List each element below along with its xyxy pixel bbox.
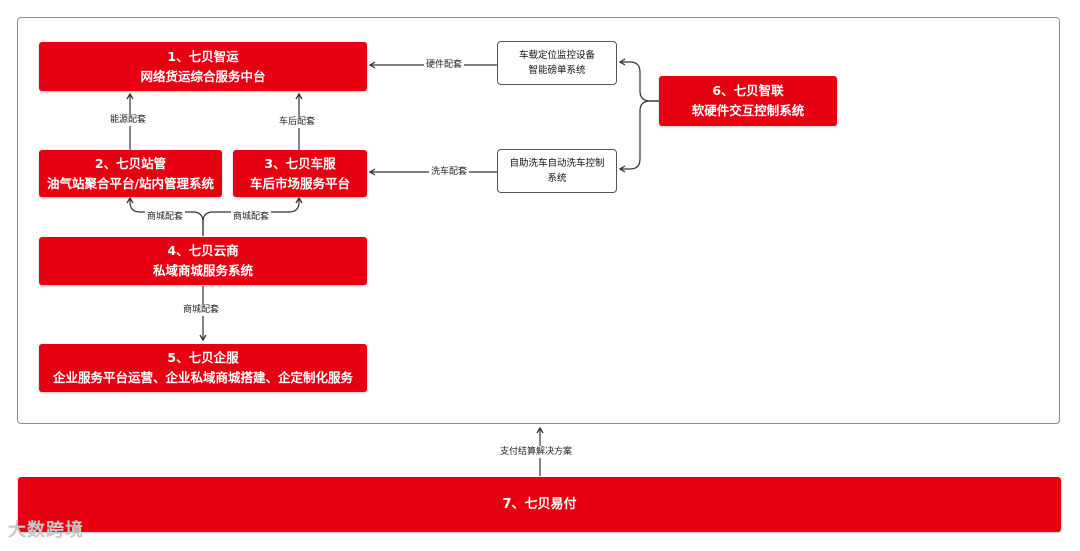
edge-smartlink-hw1 [618, 58, 659, 102]
edge-label-hardware: 硬件配套 [424, 59, 465, 71]
node-carwash-control-line1: 自助洗车自动洗车控制 [509, 158, 605, 169]
node-carwash-control-system[interactable]: 自助洗车自动洗车控制 系统 [497, 149, 617, 193]
node-qibei-yunshang[interactable]: 4、七贝云商 私域商城服务系统 [39, 237, 367, 285]
node-qibei-qifu[interactable]: 5、七贝企服 企业服务平台运营、企业私域商城搭建、企定制化服务 [39, 344, 367, 392]
node-qibei-zhanguan[interactable]: 2、七贝站管 油气站聚合平台/站内管理系统 [39, 150, 222, 197]
edge-label-payment: 支付结算解决方案 [498, 446, 575, 458]
node-carwash-control-line2: 系统 [547, 173, 567, 184]
edge-label-mall-right: 商城配套 [231, 211, 272, 223]
node-vehicle-monitoring-line2: 智能磅单系统 [528, 65, 586, 76]
node-qibei-zhilian[interactable]: 6、七贝智联 软硬件交互控制系统 [659, 76, 837, 126]
node-qibei-qifu-title: 5、七贝企服 [167, 350, 239, 365]
edge-label-carwash: 洗车配套 [429, 166, 470, 178]
node-vehicle-monitoring-device[interactable]: 车载定位监控设备 智能磅单系统 [497, 41, 617, 85]
node-qibei-yifu-title: 7、七贝易付 [502, 496, 577, 512]
edge-smartlink-hw2 [618, 100, 659, 173]
node-qibei-yunshang-subtitle: 私域商城服务系统 [152, 263, 253, 278]
node-qibei-chefu[interactable]: 3、七贝车服 车后市场服务平台 [233, 150, 367, 197]
node-qibei-zhiyun[interactable]: 1、七贝智运 网络货运综合服务中台 [39, 42, 367, 91]
node-qibei-zhiyun-title: 1、七贝智运 [167, 48, 239, 64]
edge-label-energy: 能源配套 [108, 114, 149, 126]
node-qibei-zhilian-title: 6、七贝智联 [712, 83, 784, 98]
edge-label-mall-down: 商城配套 [181, 304, 222, 316]
edge-label-mall-left: 商城配套 [145, 211, 186, 223]
node-vehicle-monitoring-line1: 车载定位监控设备 [518, 50, 595, 61]
node-qibei-zhanguan-subtitle: 油气站聚合平台/站内管理系统 [46, 175, 215, 191]
node-qibei-zhilian-subtitle: 软硬件交互控制系统 [691, 103, 805, 118]
system-container-frame [17, 17, 1060, 424]
node-qibei-zhiyun-subtitle: 网络货运综合服务中台 [140, 68, 266, 84]
edge-label-aftermarket: 车后配套 [277, 116, 318, 128]
node-qibei-chefu-subtitle: 车后市场服务平台 [249, 175, 350, 191]
watermark-logo-text: 大数跨境 [8, 520, 84, 541]
node-qibei-zhanguan-title: 2、七贝站管 [94, 155, 167, 171]
node-qibei-qifu-subtitle: 企业服务平台运营、企业私域商城搭建、企定制化服务 [52, 370, 353, 385]
node-qibei-yifu[interactable]: 7、七贝易付 [18, 477, 1061, 532]
node-qibei-yunshang-title: 4、七贝云商 [167, 243, 239, 258]
node-qibei-chefu-title: 3、七贝车服 [264, 155, 336, 171]
